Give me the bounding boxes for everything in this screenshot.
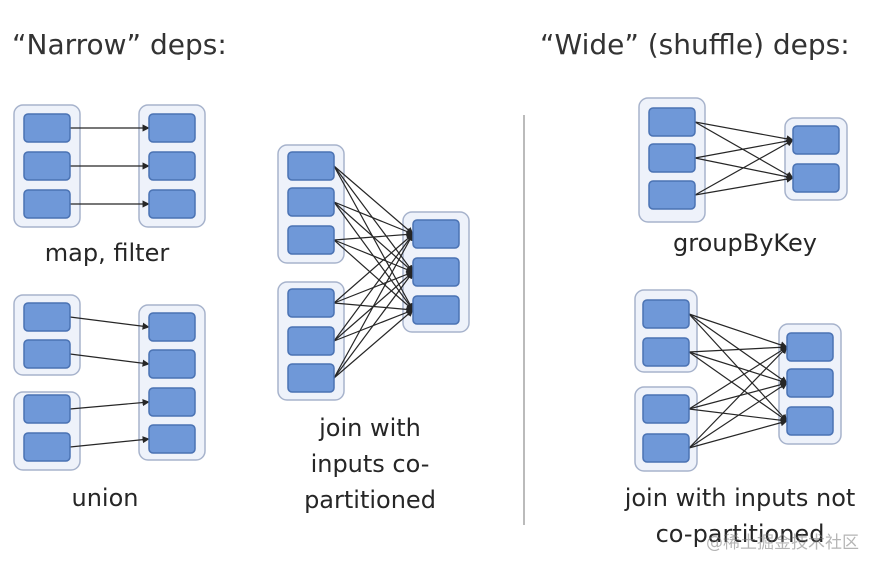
wide-deps-header: “Wide” (shuffle) deps: <box>540 28 850 61</box>
partition-block <box>786 368 834 398</box>
join-copartitioned-caption: join with inputs co- partitioned <box>290 410 450 518</box>
watermark-text: @稀土掘金技术社区 <box>706 533 859 553</box>
dependency-arrow <box>333 230 414 241</box>
partition-block <box>23 339 71 369</box>
dependency-arrow <box>688 346 788 410</box>
dependency-arrow <box>694 137 794 159</box>
dependency-arrow <box>69 316 150 330</box>
partition-block <box>148 151 196 181</box>
partition-block <box>412 257 460 287</box>
dependency-arrow <box>688 351 788 422</box>
partition-block <box>648 143 696 173</box>
dependency-arrow <box>333 239 414 311</box>
dependency-arrow <box>694 139 794 196</box>
dependency-edges <box>69 121 794 449</box>
partition-block <box>412 295 460 325</box>
dependency-arrow <box>333 239 414 273</box>
partition-block <box>23 189 71 219</box>
dependency-arrow <box>333 309 414 379</box>
partition-block <box>148 189 196 219</box>
groupbykey-caption: groupByKey <box>673 229 817 257</box>
dependency-arrow <box>333 201 414 235</box>
partitions <box>23 107 840 463</box>
caption-line: join with <box>319 414 421 442</box>
dependency-arrow <box>688 351 788 385</box>
partition-block <box>287 288 335 318</box>
map-filter-caption: map, filter <box>44 239 170 267</box>
partition-block <box>148 113 196 143</box>
caption-line: co-partitioned <box>655 520 825 548</box>
dependency-arrow <box>688 343 788 353</box>
caption-line: inputs co- <box>310 450 430 478</box>
partition-block <box>642 394 690 424</box>
dependency-arrow <box>333 233 414 342</box>
rdd-box <box>138 304 206 461</box>
dependency-arrow <box>688 313 788 384</box>
dependency-arrow <box>69 398 150 410</box>
partition-block <box>287 151 335 181</box>
dependency-arrow <box>333 165 414 273</box>
partition-block <box>287 363 335 393</box>
partition-block <box>287 326 335 356</box>
partition-block <box>792 125 840 155</box>
partition-block <box>287 187 335 217</box>
partition-block <box>23 394 71 424</box>
partition-block <box>642 433 690 463</box>
dependency-arrow <box>69 436 150 448</box>
partition-block <box>642 299 690 329</box>
dependency-arrow <box>333 233 414 379</box>
partition-block <box>23 302 71 332</box>
dependency-arrow <box>333 271 414 379</box>
partition-block <box>642 337 690 367</box>
partition-block <box>648 180 696 210</box>
dependency-arrow <box>694 121 794 179</box>
dependency-arrow <box>333 233 414 304</box>
dependency-arrow <box>688 382 788 449</box>
partition-block <box>287 225 335 255</box>
union-caption: union <box>71 484 139 512</box>
partition-block <box>148 424 196 454</box>
dependency-arrow <box>688 419 788 449</box>
dependency-arrow <box>333 165 414 311</box>
partition-block <box>412 219 460 249</box>
partition-block <box>148 387 196 417</box>
dependency-arrow <box>333 165 414 235</box>
partition-block <box>148 349 196 379</box>
partition-block <box>786 406 834 436</box>
partition-block <box>648 107 696 137</box>
dependency-arrow <box>688 313 788 349</box>
partition-block <box>23 432 71 462</box>
dependency-arrow <box>69 353 150 367</box>
partition-block <box>23 151 71 181</box>
caption-line: partitioned <box>304 486 436 514</box>
narrow-deps-header: “Narrow” deps: <box>12 28 227 61</box>
dependency-arrow <box>688 346 788 449</box>
partition-block <box>23 113 71 143</box>
dependency-arrow <box>694 175 794 196</box>
caption-line: join with inputs not <box>624 484 856 512</box>
partition-block <box>148 312 196 342</box>
partition-block <box>786 332 834 362</box>
dependency-arrow <box>694 121 794 143</box>
join-not-copartitioned-caption: join with inputs not co-partitioned <box>600 480 880 552</box>
dependency-arrow <box>688 381 788 410</box>
partition-block <box>792 163 840 193</box>
